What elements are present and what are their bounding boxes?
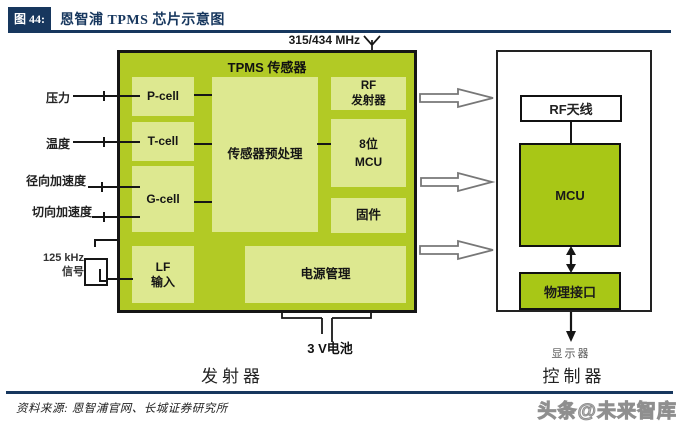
- block-t-cell: T-cell: [132, 122, 194, 161]
- block-lf-input: LF 输入: [132, 246, 194, 303]
- block-rf-antenna: RF天线: [520, 95, 622, 122]
- flow-arrow-low: [419, 239, 494, 261]
- block-firmware: 固件: [331, 198, 406, 233]
- title-rule: [8, 30, 671, 33]
- block-mcu8-line1: 8位: [359, 136, 378, 151]
- rf-frequency-label: 315/434 MHz: [288, 33, 360, 47]
- block-power-management: 电源管理: [245, 246, 406, 303]
- block-g-cell: G-cell: [132, 166, 194, 232]
- block-sensor-preprocess: 传感器预处理: [212, 77, 318, 232]
- block-controller-mcu: MCU: [519, 143, 621, 247]
- controller-caption: 控制器: [542, 367, 606, 386]
- block-mcu8-line2: MCU: [354, 154, 383, 169]
- figure-title: 恩智浦 TPMS 芯片示意图: [60, 13, 225, 28]
- flow-arrows: [419, 87, 496, 261]
- watermark: 头条@未来智库: [537, 401, 677, 423]
- tpms-sensor-title: TPMS 传感器: [227, 60, 307, 75]
- block-rf-line2: 发射器: [351, 94, 386, 107]
- block-rf-transmitter: RF 发射器: [331, 77, 406, 110]
- lf-signal-label: 125 kHz 信号: [24, 252, 84, 280]
- antenna-icon: [363, 35, 381, 51]
- block-rf-line1: RF: [360, 80, 377, 93]
- flow-arrow-rf: [419, 87, 494, 109]
- flow-arrow-mid: [420, 171, 496, 193]
- transmitter-caption: 发射器: [201, 367, 264, 386]
- footer-rule: [6, 391, 673, 394]
- lf-signal-line1: 125 kHz: [43, 252, 84, 264]
- block-8bit-mcu: 8位 MCU: [331, 119, 406, 187]
- input-label-pressure: 压力: [45, 91, 70, 105]
- source-note: 资料来源: 恩智浦官网、长城证券研究所: [16, 403, 228, 415]
- block-lf-line2: 输入: [150, 274, 175, 289]
- input-label-radial-accel: 径向加速度: [25, 174, 86, 188]
- block-p-cell: P-cell: [132, 77, 194, 116]
- input-label-temperature: 温度: [45, 137, 70, 151]
- block-lf-line1: LF: [155, 259, 171, 274]
- lf-signal-line2: 信号: [62, 265, 84, 278]
- input-label-tangential-accel: 切向加速度: [31, 205, 92, 219]
- block-physical-interface: 物理接口: [519, 272, 621, 310]
- battery-label: 3 V电池: [307, 341, 353, 356]
- display-label: 显示器: [551, 348, 591, 360]
- figure-number-badge: 图 44:: [8, 7, 51, 30]
